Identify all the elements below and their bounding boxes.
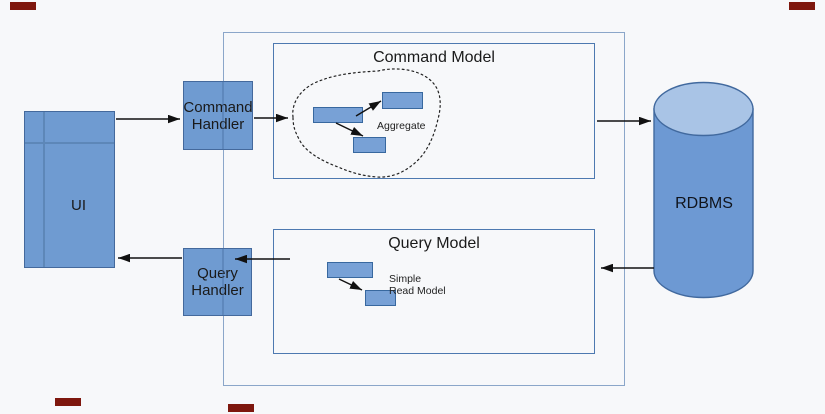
- query-handler-label: Query Handler: [191, 265, 244, 299]
- read-model-entity-1: [327, 262, 373, 278]
- aggregate-entity-1: [313, 107, 363, 123]
- ui-node-horizontal-divider: [25, 142, 114, 144]
- read-model-label: Simple Read Model: [389, 273, 446, 297]
- outer-container-box: [223, 32, 625, 386]
- ui-node-label: UI: [71, 197, 86, 214]
- rdbms-cylinder-top: [653, 81, 754, 137]
- query-handler-node: Query Handler: [183, 248, 252, 316]
- aggregate-label: Aggregate: [377, 120, 426, 132]
- corner-mark-top-right: [789, 2, 815, 10]
- command-model-box: Command Model: [273, 43, 595, 179]
- corner-mark-bottom-left: [55, 398, 81, 406]
- corner-mark-bottom-center: [228, 404, 254, 412]
- ui-node-vertical-divider: [43, 112, 45, 267]
- corner-mark-top-left: [10, 2, 36, 10]
- aggregate-entity-3: [353, 137, 386, 153]
- command-model-title: Command Model: [373, 49, 495, 66]
- command-handler-node: Command Handler: [183, 81, 253, 150]
- rdbms-label: RDBMS: [675, 195, 733, 212]
- aggregate-entity-2: [382, 92, 423, 109]
- command-handler-label: Command Handler: [183, 98, 253, 133]
- query-model-title: Query Model: [388, 235, 480, 252]
- query-model-box: Query Model: [273, 229, 595, 354]
- ui-node: UI: [24, 111, 115, 268]
- read-model-entity-2: [365, 290, 396, 306]
